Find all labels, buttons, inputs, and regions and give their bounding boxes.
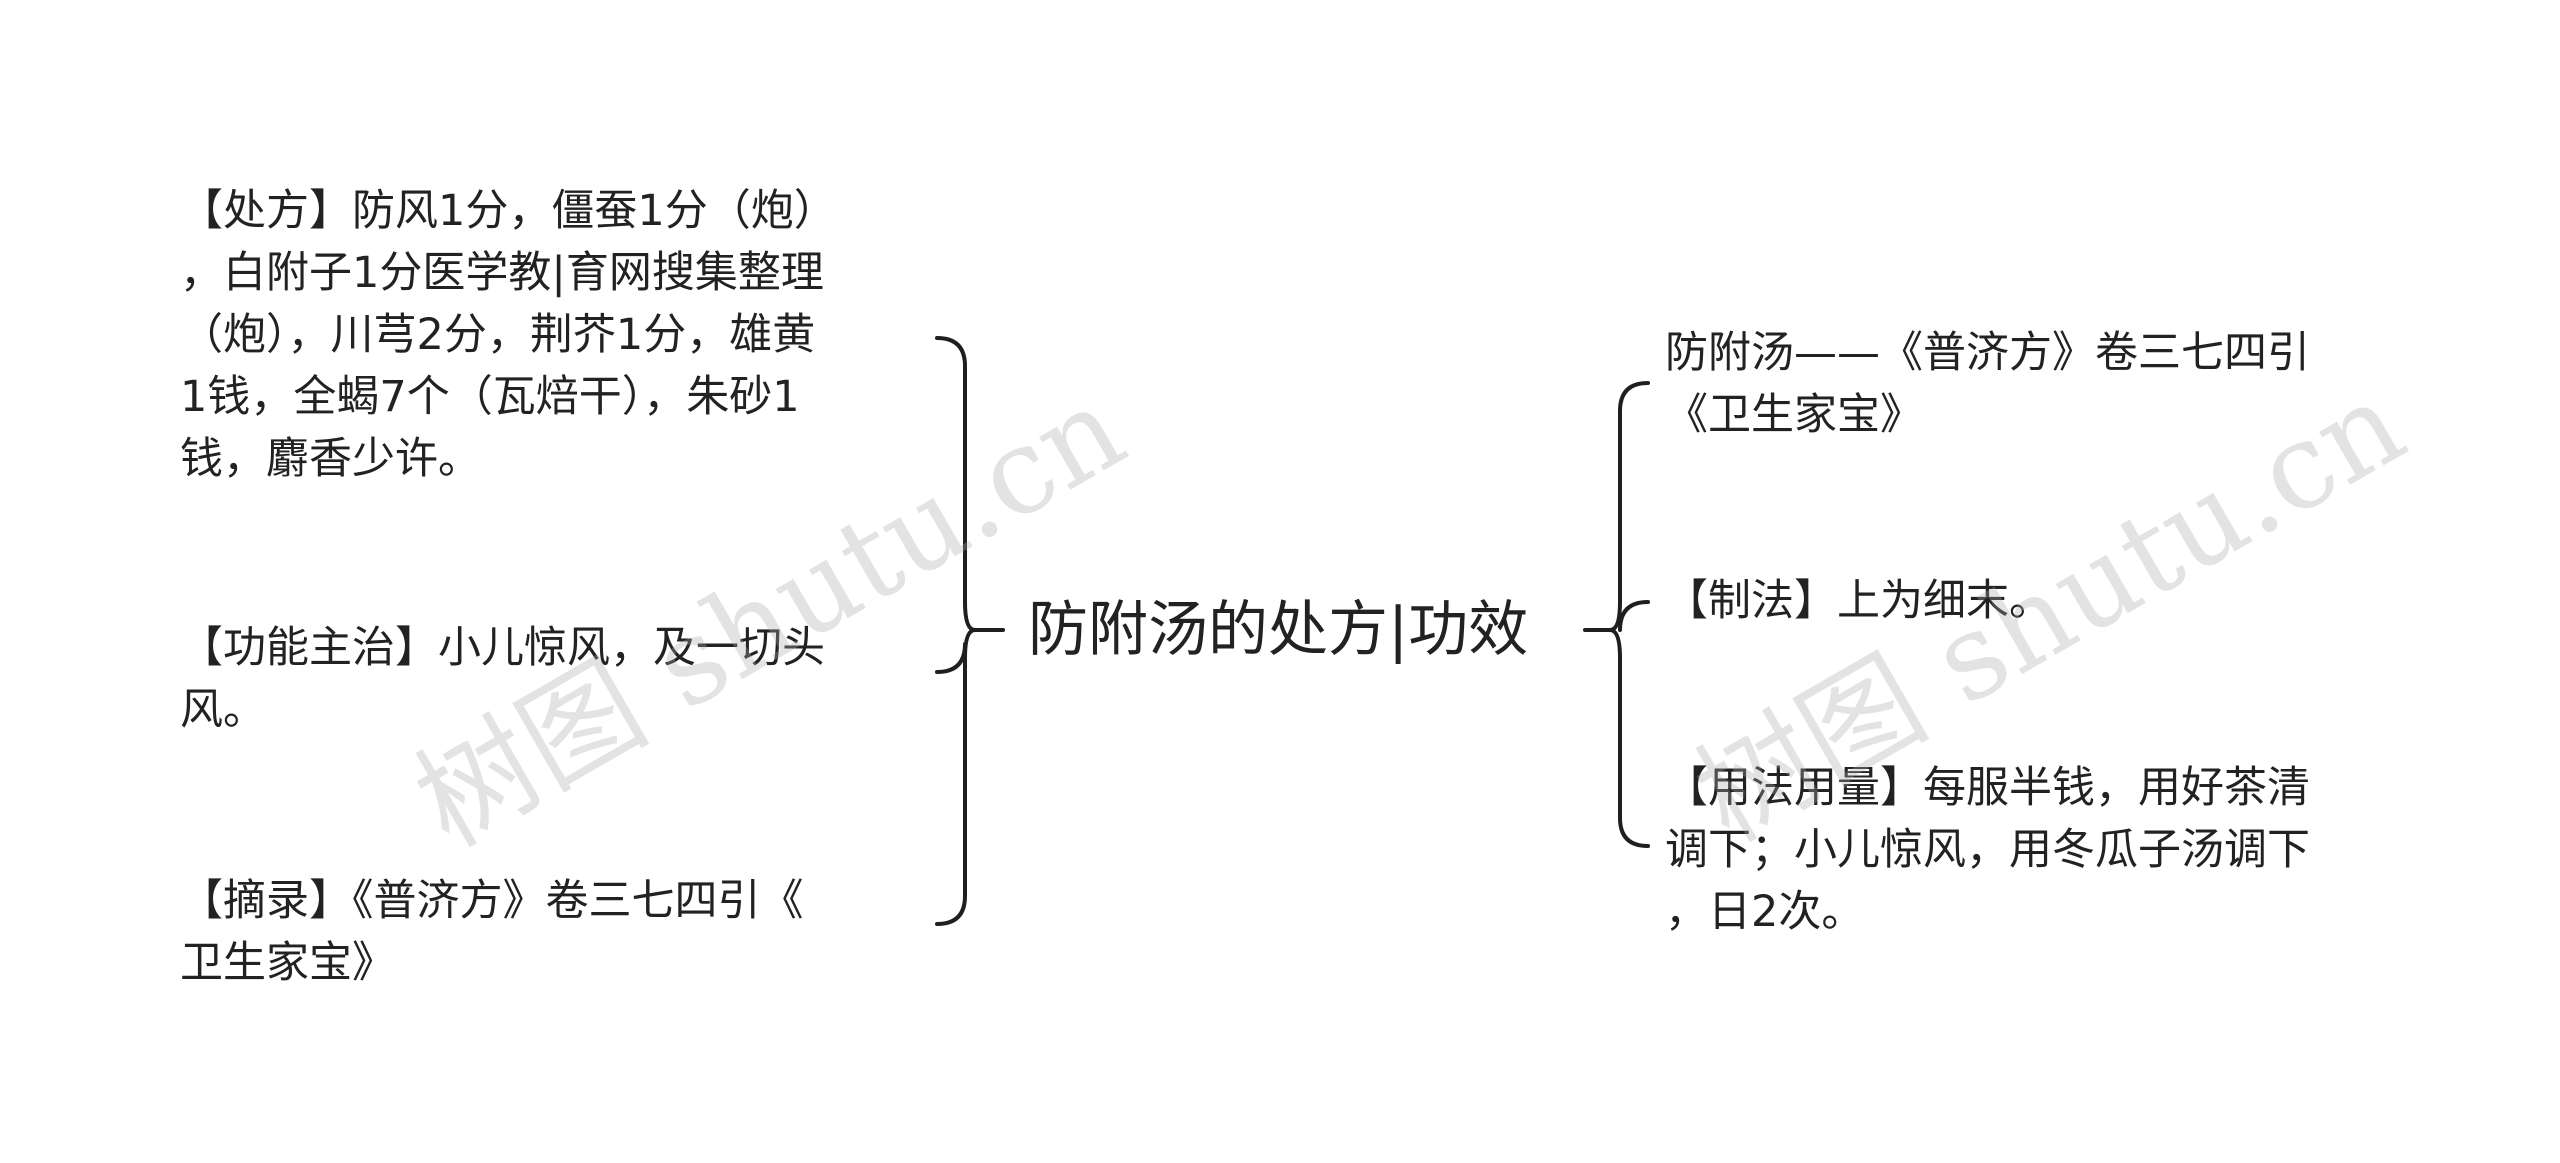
right-tick-middle xyxy=(1618,600,1650,632)
branch-dosage[interactable]: 【用法用量】每服半钱，用好茶清 调下；小儿惊风，用冬瓜子汤调下 ，日2次。 xyxy=(1665,763,2310,937)
branch-preparation[interactable]: 【制法】上为细末。 xyxy=(1665,576,2052,626)
central-topic[interactable]: 防附汤的处方|功效 xyxy=(1028,595,1529,665)
branch-source[interactable]: 防附汤——《普济方》卷三七四引 《卫生家宝》 xyxy=(1665,328,2310,440)
left-tick-middle xyxy=(935,642,967,674)
left-bracket xyxy=(935,336,977,926)
right-bracket xyxy=(1608,381,1650,848)
branch-excerpt[interactable]: 【摘录】《普济方》卷三七四引《 卫生家宝》 xyxy=(180,876,804,988)
branch-indications[interactable]: 【功能主治】小儿惊风，及一切头 风。 xyxy=(180,623,825,735)
branch-prescription[interactable]: 【处方】防风1分，僵蚕1分（炮） ，白附子1分医学教|育网搜集整理 （炮），川芎… xyxy=(180,186,837,484)
